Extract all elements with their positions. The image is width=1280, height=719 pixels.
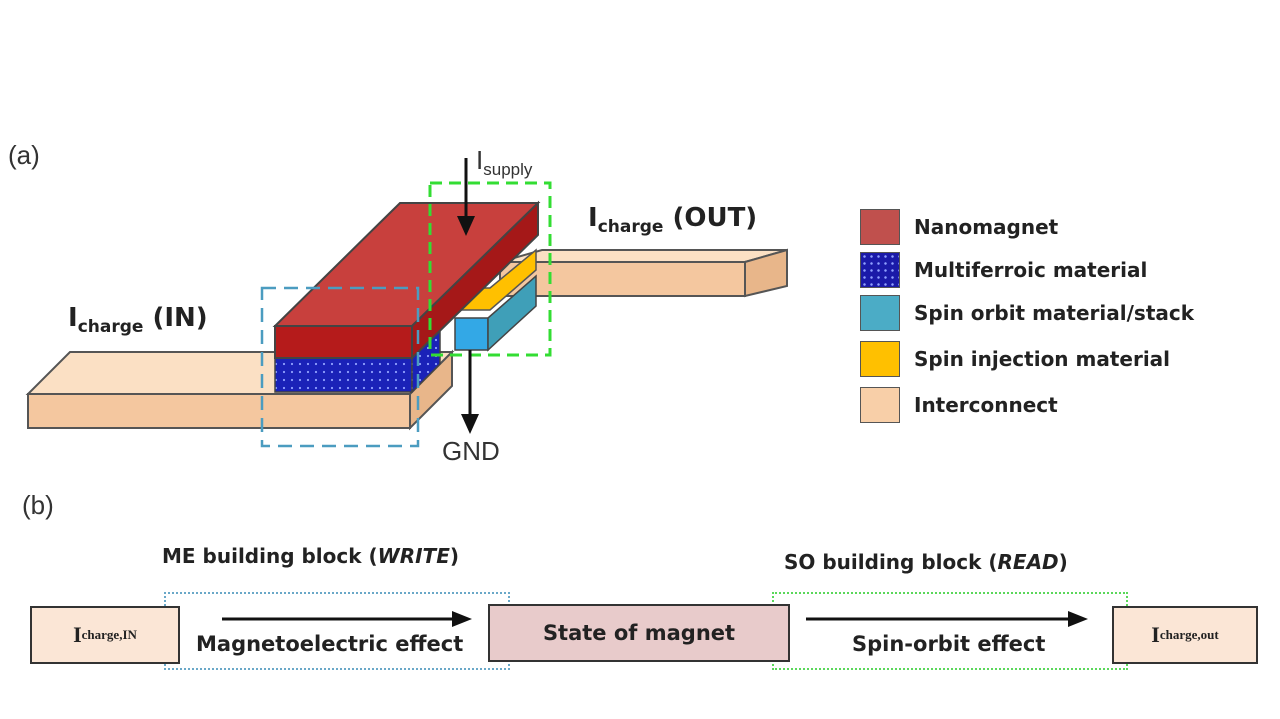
legend-item-nanomagnet: Nanomagnet — [860, 208, 1058, 246]
legend-item-interconnect: Interconnect — [860, 386, 1058, 424]
legend-item-spin-orbit: Spin orbit material/stack — [860, 294, 1194, 332]
so-dotted-box — [772, 592, 1128, 670]
multiferroic-swatch — [860, 252, 900, 288]
magnet-state-box: State of magnet — [488, 604, 790, 662]
panel-b-label: (b) — [22, 490, 54, 520]
panel-a-label: (a) — [8, 140, 40, 170]
supply-arrow — [457, 158, 475, 236]
so-effect-label: Spin-orbit effect — [852, 632, 1046, 656]
i-supply-label: Isupply — [476, 145, 533, 180]
spin-injection-swatch — [860, 341, 900, 377]
spin-orbit-swatch — [860, 295, 900, 331]
so-block-title: SO building block (READ) — [784, 550, 1068, 574]
legend-label: Spin orbit material/stack — [914, 301, 1195, 325]
nanomagnet-swatch — [860, 209, 900, 245]
nanomagnet-bar — [272, 200, 541, 361]
legend-item-multiferroic: Multiferroic material — [860, 251, 1147, 289]
legend-item-spin-injection: Spin injection material — [860, 340, 1170, 378]
legend-label: Spin injection material — [914, 347, 1171, 371]
me-block-title: ME building block (WRITE) — [162, 544, 460, 568]
i-charge-in-label: Icharge (IN) — [68, 303, 208, 338]
gnd-label: GND — [442, 436, 500, 466]
gnd-arrow — [461, 350, 479, 434]
legend-label: Nanomagnet — [914, 215, 1059, 239]
interconnect-swatch — [860, 387, 900, 423]
legend-label: Interconnect — [914, 393, 1058, 417]
me-effect-label: Magnetoelectric effect — [196, 632, 464, 656]
spin-orbit-layer — [454, 274, 537, 352]
legend-label: Multiferroic material — [914, 258, 1148, 282]
interconnect-out — [499, 248, 788, 298]
i-charge-out-label: Icharge (OUT) — [588, 203, 758, 238]
so-dashed-box — [428, 181, 552, 357]
me-dotted-box — [164, 592, 510, 670]
me-dashed-box — [260, 286, 420, 448]
